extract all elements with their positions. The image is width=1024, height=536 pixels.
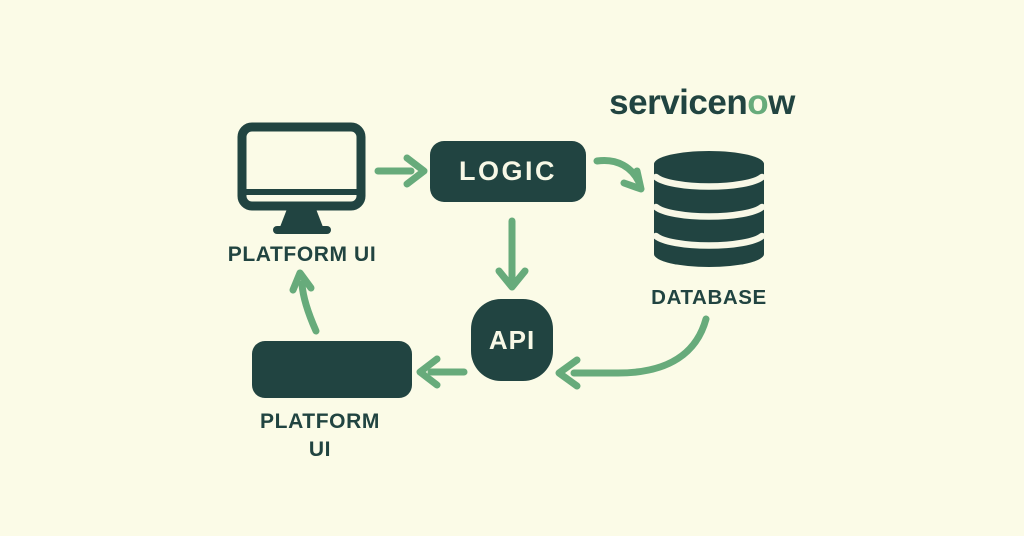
logic-label: LOGIC xyxy=(459,156,557,186)
database-label: DATABASE xyxy=(651,286,767,309)
arrow-platform-bottom-to-top xyxy=(289,269,320,335)
arrow-logic-to-database xyxy=(593,156,645,193)
platform-ui-bottom-label-line1: PLATFORM xyxy=(260,410,380,433)
platform-ui-bottom-label-line2: UI xyxy=(308,438,332,461)
api-label: API xyxy=(488,324,536,355)
logo-accent-o: o xyxy=(747,83,769,122)
arrow-platform-to-logic xyxy=(374,154,428,188)
logic-node: LOGIC xyxy=(430,141,586,202)
platform-ui-bottom-node xyxy=(252,341,412,398)
logo-text-suffix: w xyxy=(768,83,795,122)
logo-text-prefix: servicen xyxy=(609,83,748,122)
platform-ui-bottom-label: PLATFORM UI xyxy=(232,408,408,464)
platform-ui-top-label: PLATFORM UI xyxy=(227,243,377,266)
monitor-icon xyxy=(237,122,366,234)
arrow-logic-to-api xyxy=(495,217,529,291)
servicenow-logo: servicenow xyxy=(598,83,806,123)
database-icon xyxy=(652,151,766,267)
arrow-api-to-platform xyxy=(416,355,468,389)
arrow-database-to-api xyxy=(555,315,710,390)
api-node: API xyxy=(471,299,553,381)
